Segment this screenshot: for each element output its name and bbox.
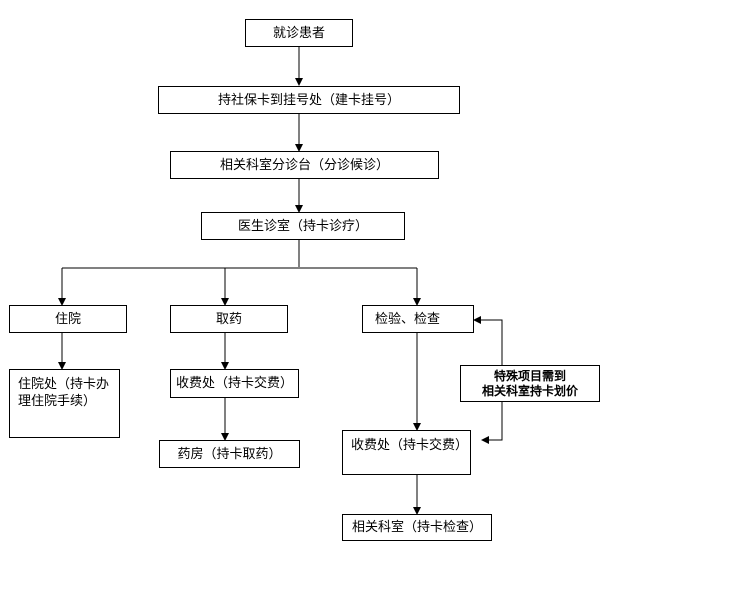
node-medicine: 取药 — [170, 305, 288, 333]
node-patient: 就诊患者 — [245, 19, 353, 47]
node-inpatient-office: 住院处（持卡办 理住院手续） — [9, 369, 120, 438]
edge-special-cashier — [481, 402, 503, 444]
edge-special-exam — [473, 316, 503, 365]
node-triage: 相关科室分诊台（分诊候诊） — [170, 151, 439, 179]
node-cashier-exam: 收费处（持卡交费） — [342, 430, 471, 475]
node-clinic: 医生诊室（持卡诊疗） — [201, 212, 405, 240]
node-inpatient: 住院 — [9, 305, 127, 333]
node-exam: 检验、检查 — [362, 305, 474, 333]
node-special: 特殊项目需到 相关科室持卡划价 — [460, 365, 600, 402]
node-dept-exam: 相关科室（持卡检查） — [342, 514, 492, 541]
node-pharmacy: 药房（持卡取药） — [159, 440, 300, 468]
node-cashier-med: 收费处（持卡交费） — [170, 369, 299, 398]
node-registration: 持社保卡到挂号处（建卡挂号） — [158, 86, 460, 114]
